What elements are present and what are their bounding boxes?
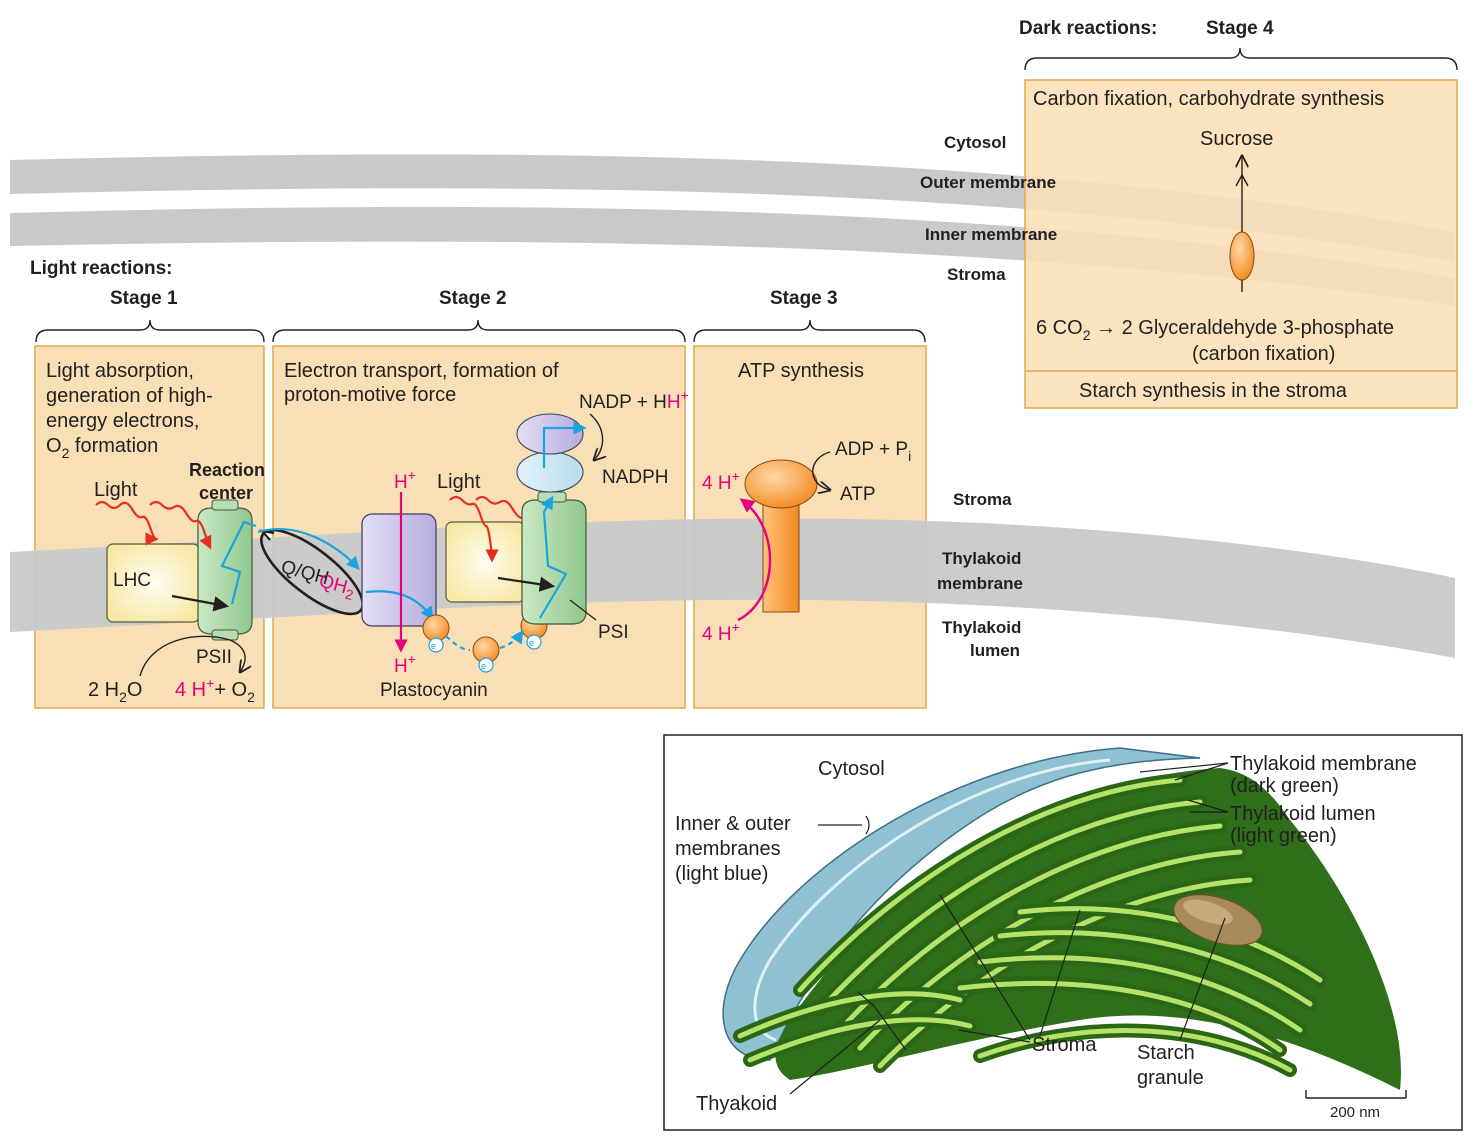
stage2-text-2: proton-motive force — [284, 384, 456, 406]
lhc-complex-2 — [445, 521, 525, 603]
em-thylakoid-lumen-label-1: Thylakoid lumen — [1230, 803, 1376, 825]
stage3-title: ATP synthesis — [738, 360, 864, 382]
nadp-reduction-arrow — [589, 413, 603, 460]
em-cytosol-label: Cytosol — [818, 758, 885, 780]
adp-to-atp-arrow — [812, 451, 830, 490]
em-stroma-label: Stroma — [1032, 1034, 1097, 1056]
nadph-label: NADPH — [602, 467, 669, 488]
stage3-label: Stage 3 — [770, 288, 838, 309]
plastocyanin-ball-2: e — [472, 636, 500, 673]
psii-complex — [197, 507, 253, 635]
em-thylakoid-lumen-label-2: (light green) — [1230, 825, 1337, 847]
psii-label: PSII — [196, 647, 232, 668]
em-thylakoid-membrane-label-1: Thylakoid membrane — [1230, 753, 1417, 775]
psi-pointer — [569, 599, 597, 621]
electron-transfer-arrow-1 — [257, 528, 360, 570]
stage1-brace — [35, 319, 265, 343]
stage2-brace — [272, 319, 686, 343]
co2-equation: 6 CO2 → 2 Glyceraldehyde 3-phosphate — [1036, 317, 1394, 343]
light-label-2: Light — [437, 471, 481, 493]
water-arrow — [139, 635, 245, 677]
outer-membrane-band — [10, 154, 1455, 262]
em-inner-outer-label-1: Inner & outer — [675, 813, 791, 835]
lhc-label: LHC — [113, 570, 151, 591]
h-plus-bottom: H+ — [394, 651, 416, 677]
svg-text:e: e — [529, 638, 534, 648]
four-h-top: 4 H+ — [702, 468, 740, 494]
em-thyakoid-label: Thyakoid — [696, 1093, 777, 1115]
adp-label: ADP + Pi — [835, 439, 911, 464]
fnr-ellipse — [516, 413, 584, 455]
atp-synthase-head — [744, 459, 818, 509]
lhc-to-psii-arrow — [171, 594, 230, 612]
plastocyanin-label: Plastocyanin — [380, 680, 488, 701]
psi-electron-path — [539, 495, 568, 619]
stage1-text-1: Light absorption, — [46, 360, 194, 382]
reaction-label: Reaction — [189, 460, 265, 480]
light-wave-1 — [95, 500, 159, 546]
thylakoid-lumen-label-2: lumen — [970, 641, 1020, 660]
inner-membrane-band — [10, 206, 1455, 306]
cytosol-label: Cytosol — [944, 133, 1006, 152]
stroma-top-label: Stroma — [947, 265, 1006, 284]
svg-text:e: e — [481, 661, 486, 671]
stage1-text-3: energy electrons, — [46, 410, 199, 432]
light-wave-2 — [149, 500, 212, 550]
dark-reactions-label: Dark reactions: — [1019, 18, 1157, 39]
em-chloroplast-render — [722, 747, 1401, 1090]
thylakoid-membrane-label-1: Thylakoid — [942, 549, 1021, 568]
psi-label: PSI — [598, 622, 629, 643]
em-thylakoid-membrane-label-2: (dark green) — [1230, 775, 1339, 797]
light-wave-3 — [449, 495, 499, 563]
proton-flow-arrow — [737, 498, 772, 622]
outer-membrane-label: Outer membrane — [920, 173, 1056, 192]
scale-bar-label: 200 nm — [1330, 1104, 1380, 1121]
cytochrome-complex — [361, 513, 437, 627]
plastocyanin-ball-1: e — [422, 614, 450, 653]
water-label: 2 H2O — [88, 679, 142, 705]
stroma-right-label: Stroma — [953, 490, 1012, 509]
atp-synthase-stalk — [762, 493, 800, 613]
svg-text:e: e — [431, 641, 436, 651]
stage1-label: Stage 1 — [110, 288, 178, 309]
transporter-oval — [1229, 231, 1255, 281]
stage3-brace — [693, 319, 926, 343]
atp-label: ATP — [840, 484, 876, 505]
stage4-title: Carbon fixation, carbohydrate synthesis — [1033, 88, 1384, 110]
stage2-text-1: Electron transport, formation of — [284, 360, 559, 382]
starch-stroma-label: Starch synthesis in the stroma — [1079, 380, 1348, 402]
stage2-label: Stage 2 — [439, 288, 507, 309]
lhc2-to-psi-arrow — [497, 576, 556, 592]
nadp-label: NADP + HH+ — [579, 387, 689, 413]
psii-electron-path — [220, 520, 257, 605]
thylakoid-membrane-label-2: membrane — [937, 574, 1023, 593]
light-label-1: Light — [94, 479, 138, 501]
em-starch-label-1: Starch — [1137, 1042, 1195, 1064]
scale-bar: 200 nm — [1305, 1090, 1407, 1121]
ferredoxin-ellipse — [516, 451, 584, 493]
four-h-bottom: 4 H+ — [702, 619, 740, 645]
center-label: center — [199, 483, 253, 503]
thylakoid-lumen-label-1: Thylakoid — [942, 618, 1021, 637]
em-starch-label-2: granule — [1137, 1067, 1204, 1089]
proton-oxygen-label: 4 H++ O2 — [175, 675, 255, 705]
light-reactions-label: Light reactions: — [30, 258, 173, 279]
inner-membrane-label: Inner membrane — [925, 225, 1057, 244]
carbon-fixation-label: (carbon fixation) — [1192, 343, 1335, 365]
stage4-brace — [1024, 47, 1458, 71]
h-plus-top: H+ — [394, 467, 416, 493]
plastocyanin-path — [445, 632, 522, 652]
stage4-label: Stage 4 — [1206, 18, 1274, 39]
psi-complex — [521, 499, 587, 625]
nadp-electron-path — [542, 421, 587, 468]
sucrose-label: Sucrose — [1200, 128, 1273, 150]
stage1-text-4: O2 formation — [46, 435, 158, 461]
stage1-text-2: generation of high- — [46, 385, 213, 407]
electron-transfer-arrow-2 — [365, 590, 434, 621]
em-inner-outer-label-3: (light blue) — [675, 863, 768, 885]
em-inner-outer-label-2: membranes — [675, 838, 781, 860]
